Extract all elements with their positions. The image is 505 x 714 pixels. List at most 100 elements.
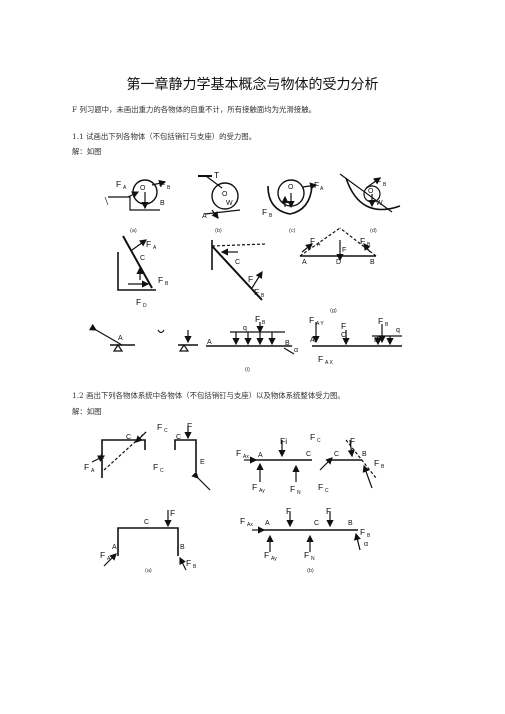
svg-text:q: q xyxy=(243,325,247,332)
svg-text:D: D xyxy=(336,259,341,266)
svg-text:Ay: Ay xyxy=(271,556,277,562)
svg-text:Ay: Ay xyxy=(259,488,265,494)
svg-text:A: A xyxy=(112,544,117,551)
figure-1-1-g: F A F B F A B D (g) xyxy=(299,227,377,314)
svg-text:F: F xyxy=(310,236,315,246)
svg-text:F: F xyxy=(136,297,141,307)
svg-text:α: α xyxy=(364,541,368,548)
svg-text:A X: A X xyxy=(325,360,333,366)
svg-text:F: F xyxy=(100,550,105,560)
svg-text:C: C xyxy=(176,434,181,441)
svg-text:B: B xyxy=(348,520,353,527)
svg-text:C: C xyxy=(140,255,145,262)
figure-1-1-h: A xyxy=(89,323,135,352)
svg-text:B: B xyxy=(180,544,185,551)
svg-text:F: F xyxy=(290,484,295,494)
svg-text:F: F xyxy=(318,354,323,364)
svg-text:q: q xyxy=(396,327,400,334)
svg-text:A: A xyxy=(99,454,104,461)
svg-text:A: A xyxy=(107,556,111,562)
svg-text:C: C xyxy=(144,519,149,526)
a-F-label: F xyxy=(116,179,121,189)
svg-text:F: F xyxy=(254,287,259,297)
svg-text:A Y: A Y xyxy=(316,321,324,327)
svg-text:B: B xyxy=(362,451,367,458)
svg-text:A: A xyxy=(153,245,157,251)
answer-label-1: 解：如图 xyxy=(72,147,102,156)
svg-text:C: C xyxy=(341,332,346,339)
svg-text:E: E xyxy=(200,459,205,466)
svg-text:A: A xyxy=(320,186,324,192)
svg-text:F: F xyxy=(264,550,269,560)
svg-text:F: F xyxy=(360,527,365,537)
svg-text:C: C xyxy=(317,438,321,444)
svg-text:A: A xyxy=(123,185,127,191)
svg-text:F: F xyxy=(153,462,158,472)
svg-text:B: B xyxy=(374,337,379,344)
caption-c: (c) xyxy=(289,228,296,234)
svg-text:B: B xyxy=(261,293,265,299)
svg-text:C: C xyxy=(235,259,240,266)
svg-text:F: F xyxy=(262,207,267,217)
svg-text:F: F xyxy=(186,558,191,568)
svg-text:A: A xyxy=(258,452,263,459)
svg-text:C: C xyxy=(306,451,311,458)
svg-text:O: O xyxy=(140,185,146,192)
caption-2b: (b) xyxy=(307,568,314,574)
svg-text:A: A xyxy=(202,213,207,220)
figure-1-2-b-upper: F Ax A Fi C F Ay F N F C F C C F B F B xyxy=(236,432,385,496)
svg-text:B: B xyxy=(367,242,371,248)
svg-text:N: N xyxy=(297,490,301,496)
svg-text:C: C xyxy=(160,468,164,474)
svg-text:F: F xyxy=(157,422,162,432)
svg-text:F: F xyxy=(350,436,355,446)
figure-1-1-d: F B O W (d) xyxy=(339,173,401,234)
svg-text:F: F xyxy=(170,508,175,518)
svg-text:O: O xyxy=(368,188,374,195)
figure-1-2-b-lower: F Ax A F C F B F B α F Ay F N (b) xyxy=(240,506,371,574)
question-1-2: 1.2 画出下列各物体系统中各物体（不包括销钉与支座）以及物体系统整体受力图。 xyxy=(72,391,345,400)
svg-text:F: F xyxy=(236,448,241,458)
svg-text:F: F xyxy=(310,432,315,442)
svg-text:F: F xyxy=(314,180,319,190)
figure-1-2-a-upper: F C C C A F A F C F E xyxy=(84,421,211,491)
figure-1-1-f: F F B C xyxy=(211,240,267,301)
figure-1-1-hinge xyxy=(157,329,198,352)
svg-text:F: F xyxy=(374,458,379,468)
svg-text:F: F xyxy=(309,315,314,325)
svg-text:B: B xyxy=(285,340,290,347)
caption-i: (i) xyxy=(245,367,250,373)
svg-text:F: F xyxy=(252,482,257,492)
svg-text:C: C xyxy=(164,428,168,434)
svg-text:C: C xyxy=(314,520,319,527)
question-1-1: 1.1 试画出下列各物体（不包括销钉与支座）的受力图。 xyxy=(72,132,257,141)
svg-text:B: B xyxy=(262,320,266,326)
svg-text:B: B xyxy=(193,564,197,570)
svg-text:D: D xyxy=(143,303,147,309)
svg-text:F: F xyxy=(342,247,346,254)
svg-text:F: F xyxy=(160,179,165,189)
figure-1-1-c: F A F B O (c) xyxy=(262,179,324,234)
svg-text:B: B xyxy=(367,533,371,539)
svg-text:B: B xyxy=(269,213,273,219)
svg-text:F: F xyxy=(240,516,245,526)
figure-1-2-a-lower: F C A B F A F B (a) xyxy=(100,508,197,574)
svg-text:A: A xyxy=(310,337,315,344)
svg-text:B: B xyxy=(381,464,385,470)
svg-text:C: C xyxy=(334,451,339,458)
caption-g: (g) xyxy=(330,308,337,314)
svg-text:W: W xyxy=(376,200,383,207)
caption-b: (b) xyxy=(215,228,222,234)
svg-text:C: C xyxy=(325,488,329,494)
svg-text:O: O xyxy=(288,184,294,191)
caption-d: (d) xyxy=(370,228,377,234)
svg-text:α: α xyxy=(294,347,298,354)
svg-text:A: A xyxy=(302,259,307,266)
svg-text:F: F xyxy=(360,236,365,246)
svg-text:F: F xyxy=(341,321,346,331)
svg-text:F: F xyxy=(304,550,309,560)
svg-text:B: B xyxy=(385,322,389,328)
svg-text:F: F xyxy=(286,506,291,516)
svg-text:F: F xyxy=(255,314,260,324)
